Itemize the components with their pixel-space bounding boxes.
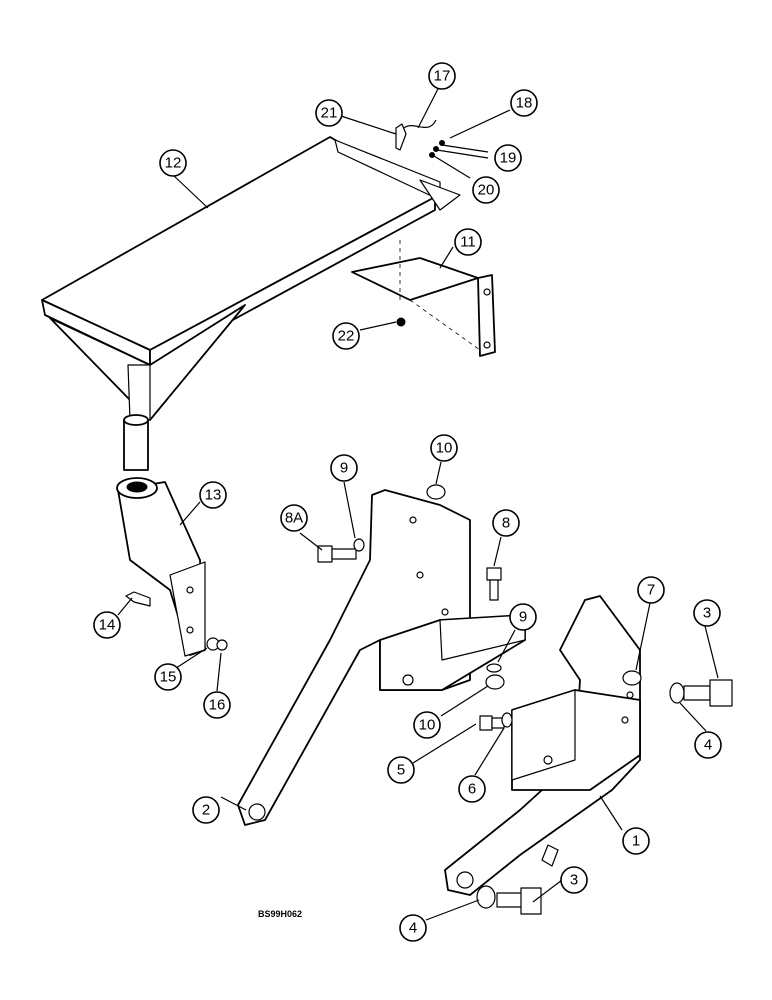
svg-text:2: 2	[202, 802, 210, 819]
callout-14: 14	[93, 611, 121, 639]
svg-text:11: 11	[460, 234, 476, 251]
bracket-plate-part-11	[351, 240, 496, 357]
callout-8: 8	[492, 509, 520, 537]
socket-bracket-part-13	[116, 477, 228, 657]
svg-text:4: 4	[409, 920, 417, 937]
callout-4-lower: 4	[399, 914, 427, 942]
svg-text:20: 20	[478, 182, 495, 199]
callout-17: 17	[428, 62, 456, 90]
svg-text:13: 13	[205, 487, 222, 504]
svg-text:12: 12	[165, 155, 182, 172]
callout-18: 18	[510, 89, 538, 117]
svg-text:15: 15	[160, 669, 177, 686]
svg-text:6: 6	[468, 781, 476, 798]
support-arm-part-2	[237, 489, 526, 826]
svg-text:17: 17	[434, 68, 451, 85]
callout-21: 21	[315, 99, 343, 127]
svg-text:3: 3	[703, 605, 711, 622]
svg-text:10: 10	[436, 440, 453, 457]
svg-text:14: 14	[99, 617, 116, 634]
callout-10-upper: 10	[430, 434, 458, 462]
svg-text:16: 16	[209, 697, 226, 714]
svg-text:8A: 8A	[285, 510, 303, 527]
figure-code: BS99H062	[258, 909, 302, 919]
callout-2: 2	[192, 796, 220, 824]
callout-11: 11	[454, 228, 482, 256]
svg-text:9: 9	[340, 460, 348, 477]
fasteners	[317, 484, 733, 915]
svg-text:10: 10	[419, 717, 436, 734]
pin-hardware-17-21	[395, 119, 445, 158]
svg-text:9: 9	[519, 609, 527, 626]
callout-9-upper: 9	[330, 454, 358, 482]
callout-7: 7	[637, 576, 665, 604]
svg-text:3: 3	[570, 872, 578, 889]
platform-part-12	[41, 136, 461, 471]
callout-20: 20	[472, 176, 500, 204]
svg-text:19: 19	[500, 150, 517, 167]
callout-10-lower: 10	[413, 711, 441, 739]
svg-text:18: 18	[516, 95, 533, 112]
svg-text:21: 21	[321, 105, 338, 122]
callout-13: 13	[199, 481, 227, 509]
callout-9-lower: 9	[509, 603, 537, 631]
svg-text:4: 4	[704, 737, 712, 754]
callout-12: 12	[159, 149, 187, 177]
callout-3-upper: 3	[693, 599, 721, 627]
svg-text:1: 1	[632, 833, 640, 850]
callout-16: 16	[203, 691, 231, 719]
callout-19: 19	[494, 144, 522, 172]
callout-4-upper: 4	[694, 731, 722, 759]
support-arm-part-1	[444, 595, 641, 896]
callout-8a: 8A	[280, 504, 308, 532]
svg-text:7: 7	[647, 582, 655, 599]
callout-15: 15	[154, 663, 182, 691]
svg-text:22: 22	[338, 328, 355, 345]
callout-1: 1	[622, 827, 650, 855]
callout-3-lower: 3	[560, 866, 588, 894]
svg-text:8: 8	[502, 515, 510, 532]
callout-5: 5	[387, 756, 415, 784]
callout-22: 22	[332, 322, 360, 350]
callout-6: 6	[458, 775, 486, 803]
svg-text:5: 5	[397, 762, 405, 779]
